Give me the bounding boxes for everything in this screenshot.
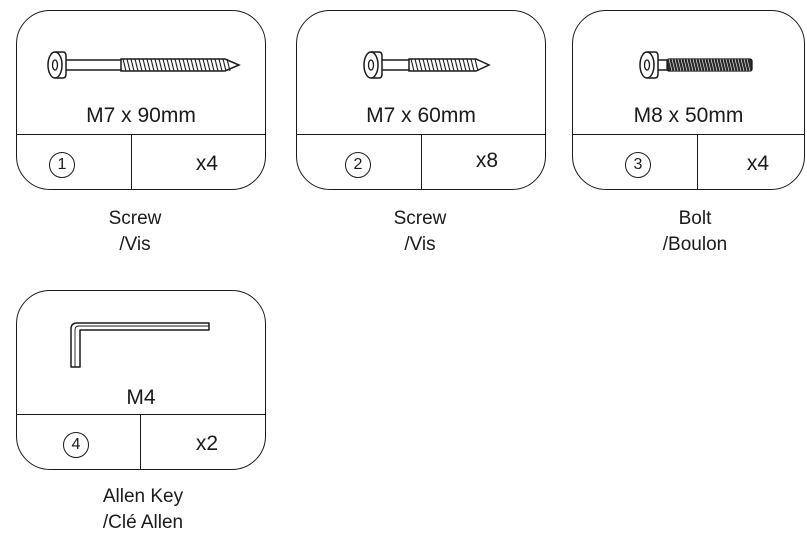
- hardware-card-2: M7 x 60mm 2 x8: [296, 10, 546, 190]
- screw-long-icon: [47, 51, 241, 79]
- item-name-fr: /Clé Allen: [102, 512, 184, 533]
- quantity-label: x8: [475, 149, 499, 172]
- item-name-fr: /Boulon: [662, 234, 728, 255]
- item-caption: Allen Key /Clé Allen: [68, 484, 218, 536]
- divider: [131, 134, 132, 189]
- item-name-fr: /Vis: [119, 234, 151, 255]
- hardware-card-3: M8 x 50mm 3 x4: [572, 10, 805, 190]
- divider: [17, 134, 265, 135]
- hardware-card-4: M4 4 x2: [16, 290, 266, 470]
- quantity-label: x4: [195, 152, 219, 175]
- item-caption: Screw /Vis: [345, 206, 495, 258]
- item-caption: Screw /Vis: [60, 206, 210, 258]
- size-label: M8 x 50mm: [633, 104, 744, 127]
- divider: [421, 134, 422, 189]
- item-name-en: Allen Key: [102, 486, 184, 507]
- item-name-fr: /Vis: [404, 234, 436, 255]
- item-number-badge: 4: [63, 432, 89, 458]
- item-caption: Bolt /Boulon: [620, 206, 770, 258]
- bolt-icon: [639, 51, 753, 79]
- size-label: M7 x 60mm: [366, 104, 476, 127]
- divider: [17, 414, 265, 415]
- divider: [573, 134, 804, 135]
- item-number-badge: 2: [345, 152, 371, 178]
- item-number-badge: 3: [625, 152, 651, 178]
- quantity-label: x2: [195, 432, 219, 455]
- allen-key-icon: [70, 322, 210, 368]
- item-number-badge: 1: [49, 152, 75, 178]
- item-name-en: Screw: [393, 208, 447, 229]
- hardware-card-1: M7 x 90mm 1 x4: [16, 10, 266, 190]
- size-label: M4: [126, 386, 156, 409]
- screw-short-icon: [363, 51, 491, 79]
- divider: [697, 134, 698, 189]
- divider: [140, 414, 141, 469]
- item-name-en: Bolt: [678, 208, 712, 229]
- item-name-en: Screw: [108, 208, 162, 229]
- quantity-label: x4: [746, 152, 770, 175]
- size-label: M7 x 90mm: [86, 104, 196, 127]
